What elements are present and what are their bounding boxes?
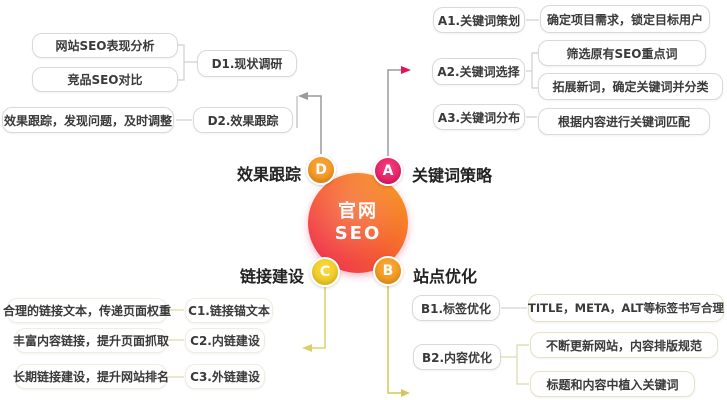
d-detail-track-adjust: 效果跟踪，发现问题，及时调整 xyxy=(2,107,174,133)
arrow-c-icon xyxy=(302,344,312,352)
a-detail-expand-keywords: 拓展新词，确定关键词并分类 xyxy=(538,73,723,100)
b-detail-title-meta-alt: TITLE，META，ALT等标签书写合理 xyxy=(528,294,724,322)
connector-c xyxy=(309,287,326,349)
d-detail-website-seo-analysis: 网站SEO表现分析 xyxy=(32,33,178,58)
branch-letter-d: D xyxy=(315,162,327,178)
branch-letter-a: A xyxy=(382,163,394,179)
b-detail-update-website: 不断更新网站，内容排版规范 xyxy=(530,332,718,358)
bracket-a2 xyxy=(531,52,538,89)
category-label-b: 站点优化 xyxy=(413,267,478,286)
b-node-1-tag-optimization: B1.标签优化 xyxy=(412,295,500,321)
category-label-a: 关键词策略 xyxy=(412,166,493,185)
center-node-line1: 官网 xyxy=(338,200,378,222)
bracket-d-details xyxy=(178,44,185,81)
c-node-1-anchor-text: C1.链接锚文本 xyxy=(185,298,273,323)
connector-d xyxy=(303,95,322,154)
c-node-3-external-links: C3.外链建设 xyxy=(185,364,265,389)
branch-circle-c: C xyxy=(310,257,340,287)
branch-circle-b: B xyxy=(373,256,403,286)
branch-letter-b: B xyxy=(382,263,394,279)
b-detail-keywords-in-content: 标题和内容中植入关键词 xyxy=(530,371,695,397)
category-label-d: 效果跟踪 xyxy=(236,165,301,184)
b-node-2-content-optimization: B2.内容优化 xyxy=(413,344,501,370)
d-detail-competitor-seo-compare: 竞品SEO对比 xyxy=(32,67,178,92)
a-detail-filter-seo-keywords: 筛选原有SEO重点词 xyxy=(538,40,706,66)
d-node-1-research: D1.现状调研 xyxy=(197,50,297,77)
connector-b xyxy=(387,286,401,394)
connector-a xyxy=(387,69,401,156)
c-node-2-internal-links: C2.内链建设 xyxy=(185,328,265,353)
branch-letter-c: C xyxy=(319,264,331,280)
branch-circle-d: D xyxy=(306,155,336,185)
c-detail-external-links: 长期链接建设，提升网站排名 xyxy=(13,364,169,389)
c-detail-internal-links: 丰富内容链接，提升页面抓取 xyxy=(13,328,169,353)
arrow-d-icon xyxy=(298,92,308,100)
a-detail-project-needs: 确定项目需求，锁定目标用户 xyxy=(540,5,710,33)
arrow-b-icon xyxy=(401,389,410,397)
c-detail-anchor-text: 合理的链接文本，传递页面权重 xyxy=(3,298,171,323)
branch-circle-a: A xyxy=(373,156,403,186)
category-label-c: 链接建设 xyxy=(239,267,304,286)
a-node-1-keyword-planning: A1.关键词策划 xyxy=(433,7,525,33)
bracket-b2 xyxy=(516,344,529,385)
d-node-2-effect-tracking: D2.效果跟踪 xyxy=(193,107,293,133)
arrow-a-icon xyxy=(401,66,411,74)
a-detail-keyword-matching: 根据内容进行关键词匹配 xyxy=(538,108,710,135)
a-node-3-keyword-distribution: A3.关键词分布 xyxy=(433,104,525,130)
center-node-line2: SEO xyxy=(334,223,382,244)
a-node-2-keyword-selection: A2.关键词选择 xyxy=(432,58,525,85)
